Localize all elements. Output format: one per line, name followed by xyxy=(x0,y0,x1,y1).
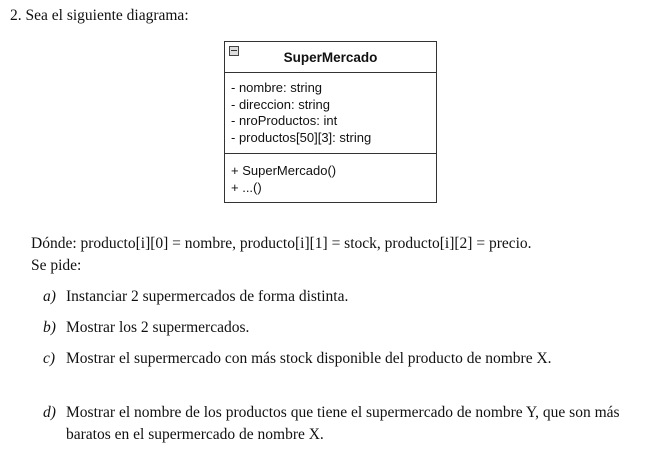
uml-operations: + SuperMercado() + ...() xyxy=(225,154,436,202)
item-text: Mostrar el supermercado con más stock di… xyxy=(66,350,552,367)
item-label: d) xyxy=(43,404,56,421)
uml-attribute: - nombre: string xyxy=(231,80,323,95)
uml-class-header: SuperMercado xyxy=(225,42,436,73)
where-text: Dónde: producto[i][0] = nombre, producto… xyxy=(31,235,532,252)
uml-attribute: - productos[50][3]: string xyxy=(231,129,372,145)
uml-attribute: - nroProductos: int xyxy=(231,113,338,128)
uml-operation: + ...() xyxy=(231,179,262,195)
item-label: b) xyxy=(43,319,56,336)
list-item: a) Instanciar 2 supermercados de forma di… xyxy=(43,286,643,308)
collapse-icon xyxy=(229,46,239,56)
uml-class-box: SuperMercado - nombre: string - direccio… xyxy=(224,41,437,203)
item-label: a) xyxy=(43,288,56,305)
uml-attribute: - direccion: string xyxy=(231,96,330,112)
list-item: d) Mostrar el nombre de los productos que… xyxy=(43,402,643,446)
exercise-heading: 2. Sea el siguiente diagrama: xyxy=(10,7,189,24)
uml-operation: + SuperMercado() xyxy=(231,163,337,178)
uml-attributes: - nombre: string - direccion: string - n… xyxy=(225,73,436,154)
list-item: b) Mostrar los 2 supermercados. xyxy=(43,317,643,339)
asks-text: Se pide: xyxy=(31,257,82,274)
list-item: c) Mostrar el supermercado con más stock … xyxy=(43,348,643,370)
uml-class-name: SuperMercado xyxy=(283,49,378,65)
item-text: Mostrar el nombre de los productos que t… xyxy=(66,404,620,443)
item-text: Mostrar los 2 supermercados. xyxy=(66,319,250,336)
item-label: c) xyxy=(43,350,56,367)
item-text: Instanciar 2 supermercados de forma dist… xyxy=(66,288,349,305)
